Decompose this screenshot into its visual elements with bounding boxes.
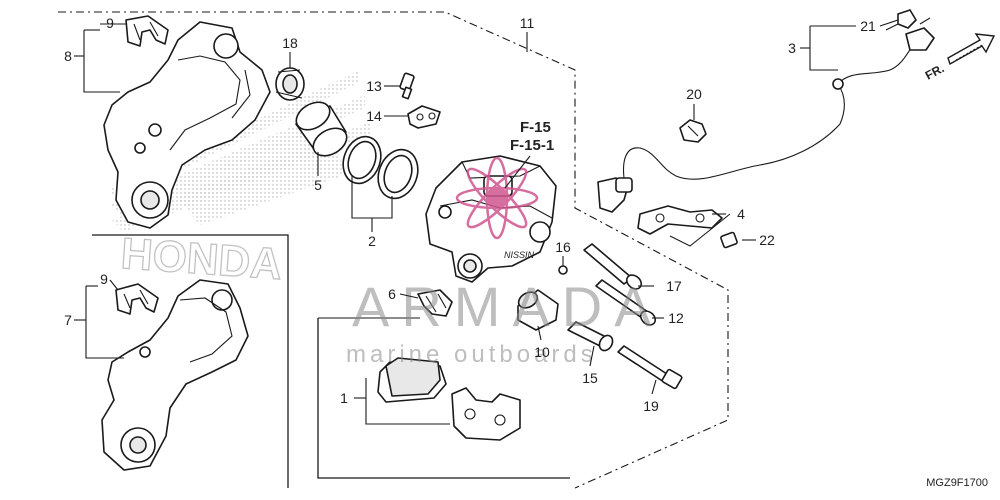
callout-8: 8 <box>64 48 72 64</box>
pad-retainer-clip <box>417 289 453 317</box>
dust-boot <box>275 67 305 101</box>
pad-pin-bolt <box>595 279 657 326</box>
reference-label-f15: F-15 <box>520 119 551 136</box>
assembly-frames <box>58 11 729 489</box>
brake-pad-set <box>377 357 521 441</box>
caliper-bracket-upper <box>103 21 271 229</box>
callout-10: 10 <box>534 344 550 360</box>
bolt-collar <box>567 321 614 352</box>
caliper-piston <box>295 101 348 157</box>
piston-seal-set <box>342 135 419 200</box>
sensor-wire-clamp <box>679 119 707 143</box>
pad-spring-upper <box>125 15 169 47</box>
watermark-tagline: marine outboards <box>346 341 597 368</box>
callout-16: 16 <box>555 239 571 255</box>
callout-21: 21 <box>860 18 876 34</box>
bracket-bolt <box>720 231 738 249</box>
callout-9-lower: 9 <box>100 271 108 287</box>
callout-19: 19 <box>643 398 659 414</box>
callout-5: 5 <box>314 177 322 193</box>
pad-spring-lower <box>115 283 159 315</box>
callout-17: 17 <box>666 278 682 294</box>
callout-20: 20 <box>686 86 702 102</box>
watermark-brand: ARMADA <box>352 275 664 338</box>
caliper-brand-mark: NISSIN <box>504 250 535 260</box>
callout-22: 22 <box>759 232 775 248</box>
retaining-clip <box>558 265 568 275</box>
bleeder-cap <box>407 105 441 129</box>
callout-4: 4 <box>737 206 745 222</box>
callout-2: 2 <box>368 233 376 249</box>
flange-bolt <box>617 345 683 390</box>
callout-7: 7 <box>64 312 72 328</box>
diagram-code: MGZ9F1700 <box>926 477 988 489</box>
callout-14: 14 <box>366 108 382 124</box>
caliper-slide-pin <box>583 243 643 290</box>
callout-13: 13 <box>366 78 382 94</box>
callout-1: 1 <box>340 390 348 406</box>
callout-15: 15 <box>582 370 598 386</box>
callout-leaders <box>74 19 899 425</box>
wheel-speed-sensor <box>597 9 935 213</box>
reference-label-f15-1: F-15-1 <box>510 137 554 154</box>
front-direction-label: FR. <box>923 61 947 82</box>
callout-6: 6 <box>388 286 396 302</box>
callout-12: 12 <box>668 310 684 326</box>
slide-pin-bushing <box>517 289 559 331</box>
callout-3: 3 <box>788 40 796 56</box>
front-direction-arrow: FR. <box>923 33 996 83</box>
callout-11: 11 <box>520 15 535 31</box>
armada-watermark-emblem <box>455 156 539 240</box>
caliper-bracket-lower <box>101 279 249 471</box>
bleeder-screw <box>399 72 415 100</box>
caliper-body: NISSIN <box>425 155 557 283</box>
callout-numbers: 9 8 18 13 14 5 2 11 9 7 6 1 10 16 17 12 … <box>64 15 876 414</box>
callout-18: 18 <box>282 35 298 51</box>
callout-9-upper: 9 <box>106 15 114 31</box>
